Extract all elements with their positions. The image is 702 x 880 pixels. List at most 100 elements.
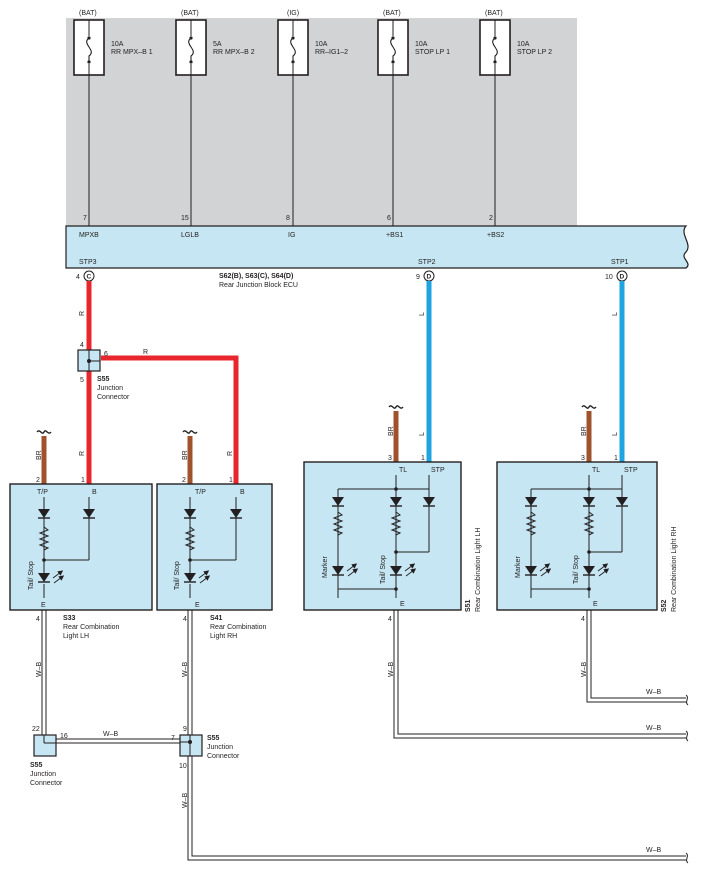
svg-text:Connector: Connector [97, 394, 130, 401]
ecu-connector-d-stp1: 10 D [605, 270, 628, 282]
svg-text:2: 2 [182, 477, 186, 484]
brown-wire [41, 411, 592, 484]
fuse-icon [492, 37, 498, 62]
svg-text:Rear Combination Light RH: Rear Combination Light RH [671, 526, 678, 612]
ecu-output-terminal: STP2 [418, 259, 436, 266]
wire-label-l: L [612, 312, 619, 316]
diode-icon [525, 497, 537, 506]
lamp-s41: 2 1 T/P B Tail/ Stop E 4 S41 Rear Combin… [156, 477, 273, 640]
svg-text:Marker: Marker [515, 556, 522, 578]
svg-text:Rear Combination: Rear Combination [63, 624, 120, 631]
fuse-rating: 10A [517, 41, 530, 48]
fuse-rr-mpx-b2: (BAT) 5A RR MPX–B 2 [175, 10, 255, 76]
svg-text:3: 3 [388, 455, 392, 462]
svg-text:1: 1 [229, 477, 233, 484]
svg-text:E: E [41, 602, 46, 609]
wire-label-wb: W–B [646, 689, 662, 696]
svg-text:Junction: Junction [30, 771, 56, 778]
ecu-output-terminal: STP3 [79, 259, 97, 266]
svg-text:22: 22 [32, 726, 40, 733]
svg-text:B: B [92, 489, 97, 496]
wire-label-l: L [419, 312, 426, 316]
fuse-source: (BAT) [181, 10, 199, 17]
led-icon [525, 566, 537, 575]
wire-label-wb: W–B [103, 731, 119, 738]
svg-text:B: B [240, 489, 245, 496]
fuse-source: (BAT) [383, 10, 401, 17]
led-icon [390, 566, 402, 575]
fuse-icon [290, 37, 296, 62]
diode-icon [583, 497, 595, 506]
svg-text:4: 4 [183, 616, 187, 623]
wire-label-wb: W–B [581, 662, 588, 678]
svg-text:S55: S55 [97, 376, 110, 383]
pin-number: 2 [489, 215, 493, 222]
diode-icon [616, 497, 628, 506]
fuse-source: (BAT) [79, 10, 97, 17]
svg-text:4: 4 [388, 616, 392, 623]
svg-text:1: 1 [81, 477, 85, 484]
svg-text:C: C [87, 274, 92, 281]
ecu-name: Rear Junction Block ECU [219, 282, 298, 289]
svg-text:4: 4 [76, 274, 80, 281]
wire-label-l: L [612, 432, 619, 436]
svg-text:TL: TL [399, 467, 407, 474]
svg-text:7: 7 [171, 735, 175, 742]
diode-icon [184, 509, 196, 518]
svg-text:Tail/ Stop: Tail/ Stop [380, 555, 387, 584]
pin-number: 7 [83, 215, 87, 222]
fuse-icon [188, 37, 194, 62]
ecu-code: S62(B), S63(C), S64(D) [219, 273, 293, 280]
ecu-terminal: IG [288, 232, 295, 239]
diode-icon [423, 497, 435, 506]
fuse-rating: 10A [415, 41, 428, 48]
svg-text:E: E [593, 601, 598, 608]
ecu-connector-c: 4 C [76, 270, 95, 282]
ecu-terminal: MPXB [79, 232, 99, 239]
wire-label-r: R [79, 311, 86, 316]
fuse-rating: 5A [213, 41, 222, 48]
svg-text:D: D [427, 274, 432, 281]
svg-text:S52: S52 [661, 599, 668, 612]
diode-icon [390, 497, 402, 506]
fuse-rating: 10A [111, 41, 124, 48]
svg-text:Rear Combination: Rear Combination [210, 624, 267, 631]
wire-label-wb: W–B [646, 847, 662, 854]
svg-text:Junction: Junction [207, 744, 233, 751]
svg-text:E: E [195, 602, 200, 609]
fuse-icon [86, 37, 92, 62]
blue-wire [426, 281, 625, 462]
lamp-s52: 3 1 TL STP Marker Tail/ Stop [496, 455, 678, 623]
svg-text:Marker: Marker [322, 556, 329, 578]
svg-text:E: E [400, 601, 405, 608]
red-wire [86, 281, 239, 484]
svg-text:S33: S33 [63, 615, 76, 622]
fuse-stop-lp1: (BAT) 10A STOP LP 1 [377, 10, 450, 76]
ecu-terminal: LGLB [181, 232, 199, 239]
diode-icon [83, 509, 95, 518]
svg-text:S41: S41 [210, 615, 223, 622]
svg-text:3: 3 [581, 455, 585, 462]
fuse-name: STOP LP 1 [415, 49, 450, 56]
fuse-rr-mpx-b1: (BAT) 10A RR MPX–B 1 [73, 10, 153, 76]
fuse-stop-lp2: (BAT) 10A STOP LP 2 [479, 10, 552, 76]
fuse-rr-ig1-2: (IG) 10A RR–IG1–2 [277, 10, 348, 76]
pin-number: 15 [181, 215, 189, 222]
ecu-terminal: +BS2 [487, 232, 504, 239]
fuse-name: RR MPX–B 1 [111, 49, 153, 56]
led-icon [583, 566, 595, 575]
junction-connector-bottom-mid: 9 7 10 S55 Junction Connector [171, 726, 240, 770]
ecu-body [65, 225, 689, 269]
svg-text:Light LH: Light LH [63, 633, 89, 640]
wire-label-r: R [143, 349, 148, 356]
svg-text:Tail/ Stop: Tail/ Stop [573, 555, 580, 584]
ecu-connector-d-stp2: 9 D [416, 270, 435, 282]
wire-label-wb: W–B [182, 793, 189, 809]
svg-text:Tail/ Stop: Tail/ Stop [174, 561, 181, 590]
junction-connector-bottom-left: 22 16 S55 Junction Connector [30, 726, 68, 787]
wire-label-wb: W–B [182, 662, 189, 678]
svg-text:T/P: T/P [195, 489, 206, 496]
wire-label-br: BR [36, 450, 43, 460]
svg-text:9: 9 [183, 726, 187, 733]
